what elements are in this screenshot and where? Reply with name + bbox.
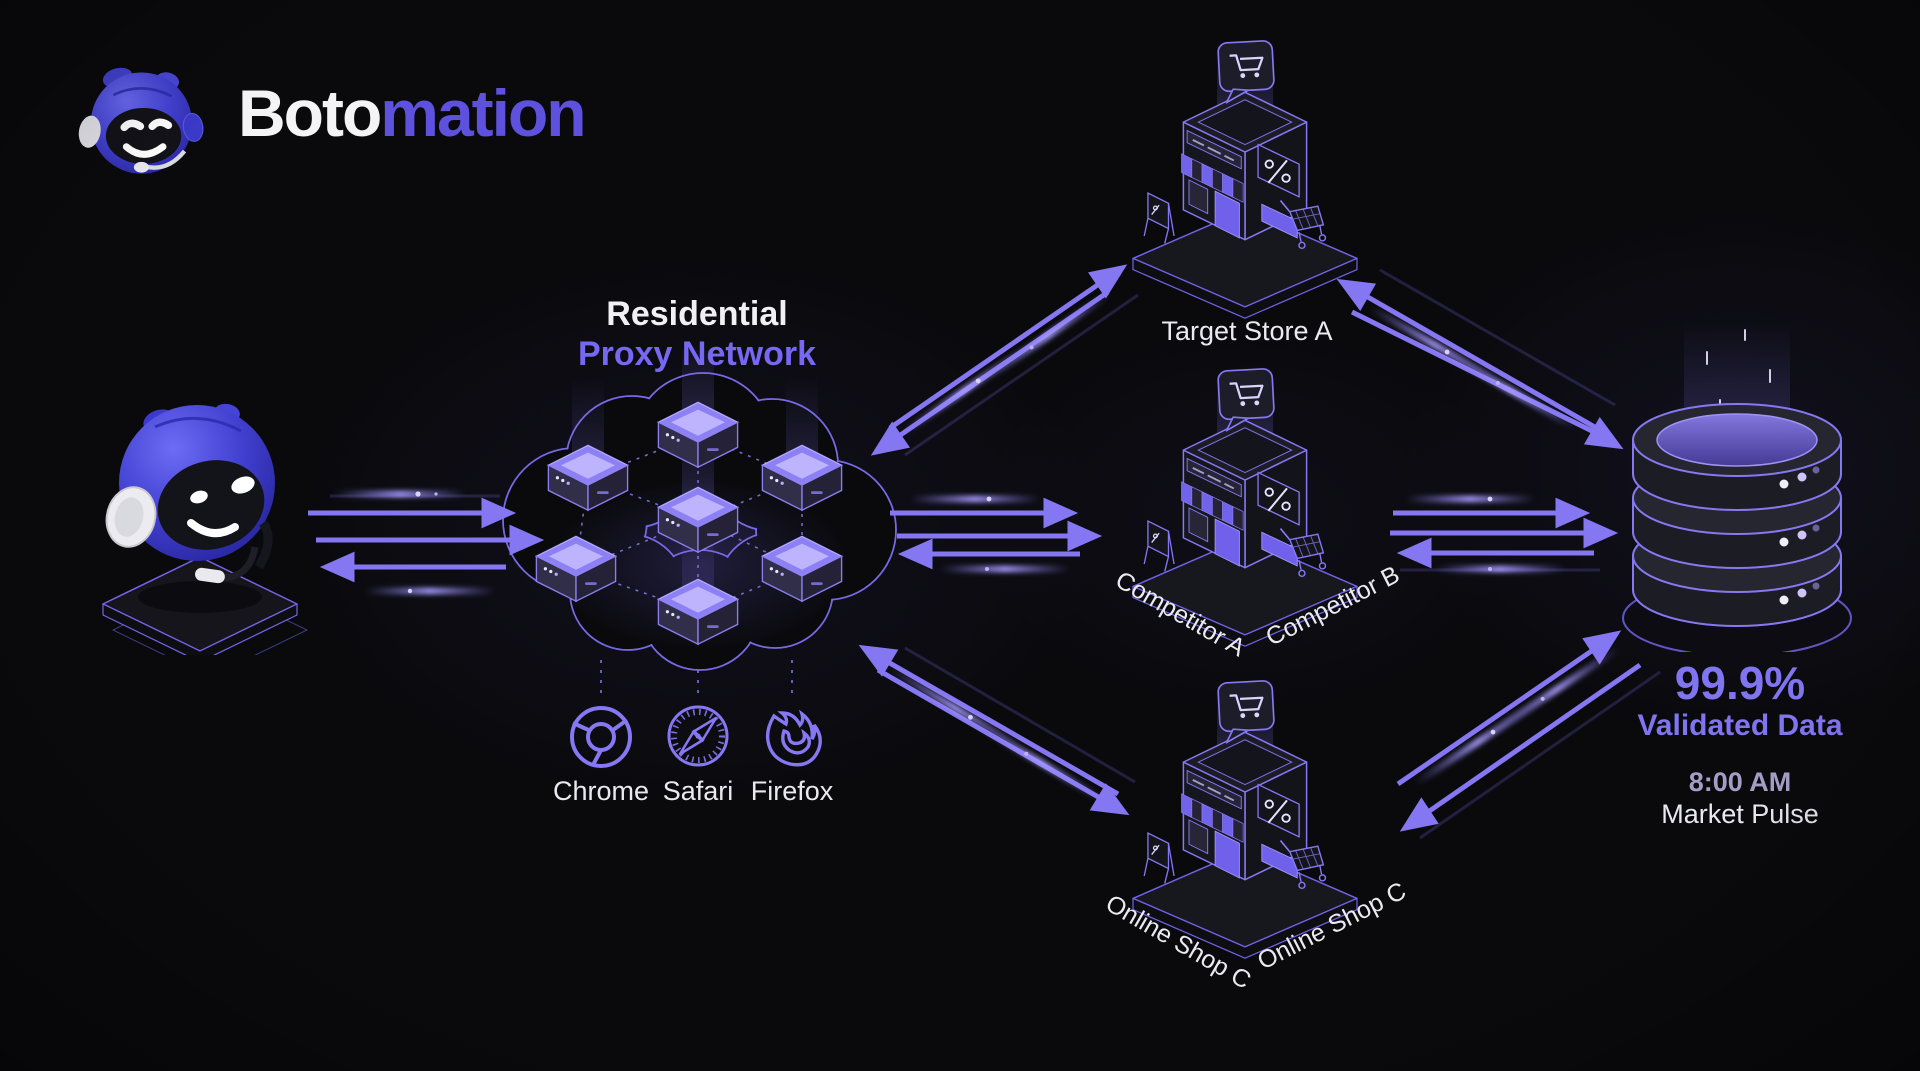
database-icon	[1622, 322, 1852, 652]
brand-word-secondary: mation	[380, 76, 586, 150]
validated-data-label: Validated Data	[1637, 709, 1843, 742]
store-label-target-a: Target Store A	[1161, 316, 1333, 346]
robot-logo-icon	[78, 67, 204, 174]
brand-wordmark: Botomation	[238, 76, 587, 150]
brand-word-primary: Boto	[238, 76, 382, 150]
market-pulse-time: 8:00 AM	[1688, 767, 1792, 797]
firefox-icon	[765, 709, 822, 767]
browser-label-safari: Safari	[662, 776, 734, 806]
database-stats: 99.9% Validated Data 8:00 AM Market Puls…	[1585, 658, 1895, 830]
chrome-icon	[570, 706, 632, 768]
browser-label-chrome: Chrome	[552, 776, 650, 806]
store-target-a	[1131, 40, 1359, 320]
safari-icon	[667, 705, 729, 767]
robot-mascot-icon	[102, 403, 309, 655]
market-pulse-label: Market Pulse	[1661, 799, 1819, 829]
validated-data-percent: 99.9%	[1674, 657, 1806, 709]
proxy-title-line1: Residential	[606, 295, 788, 333]
proxy-cloud-icon	[502, 350, 897, 671]
browser-label-firefox: Firefox	[750, 776, 834, 806]
